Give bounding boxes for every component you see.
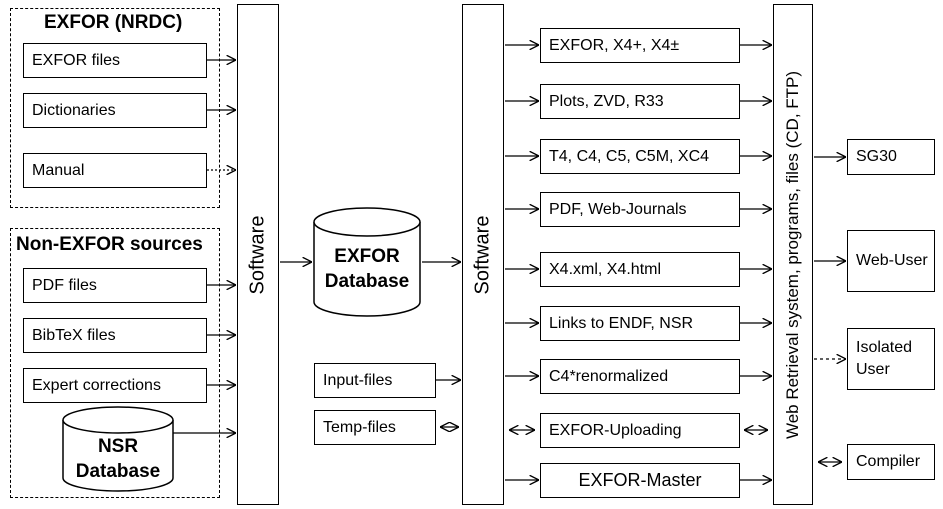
web-retrieval-box: Web Retrieval system, programs, files (C… — [773, 4, 813, 505]
compiler-box: Compiler — [847, 444, 935, 480]
exfor-database-cylinder — [313, 207, 421, 317]
web-user-box: Web-User — [847, 230, 935, 292]
nsr-database-cylinder — [62, 406, 174, 492]
exfor-nrdc-title: EXFOR (NRDC) — [44, 12, 183, 33]
software-right-box: Software — [462, 4, 504, 505]
output-t4-c4-box: T4, C4, C5, C5M, XC4 — [540, 139, 740, 174]
non-exfor-group — [10, 228, 220, 498]
software-left-box: Software — [237, 4, 279, 505]
isolated-user-box: Isolated User — [847, 328, 935, 390]
expert-corrections-box: Expert corrections — [23, 368, 207, 403]
output-links-box: Links to ENDF, NSR — [540, 306, 740, 341]
bibtex-files-box: BibTeX files — [23, 318, 207, 353]
exfor-files-box: EXFOR files — [23, 43, 207, 78]
output-exfor-master-box: EXFOR-Master — [540, 463, 740, 498]
output-pdf-journals-box: PDF, Web-Journals — [540, 192, 740, 227]
output-exfor-uploading-box: EXFOR-Uploading — [540, 413, 740, 448]
sg30-box: SG30 — [847, 139, 935, 175]
output-c4-renormalized-box: C4*renormalized — [540, 359, 740, 394]
pdf-files-box: PDF files — [23, 268, 207, 303]
exfor-nrdc-group — [10, 8, 220, 208]
output-x4-xml-box: X4.xml, X4.html — [540, 252, 740, 287]
temp-files-box: Temp-files — [314, 410, 436, 445]
output-exfor-x4-box: EXFOR, X4+, X4± — [540, 28, 740, 63]
exfor-database-label: EXFOR Database — [324, 246, 410, 292]
non-exfor-title: Non-EXFOR sources — [16, 234, 203, 255]
dictionaries-box: Dictionaries — [23, 93, 207, 128]
manual-box: Manual — [23, 153, 207, 188]
output-plots-box: Plots, ZVD, R33 — [540, 84, 740, 119]
input-files-box: Input-files — [314, 363, 436, 398]
nsr-database-label: NSR Database — [75, 436, 161, 482]
